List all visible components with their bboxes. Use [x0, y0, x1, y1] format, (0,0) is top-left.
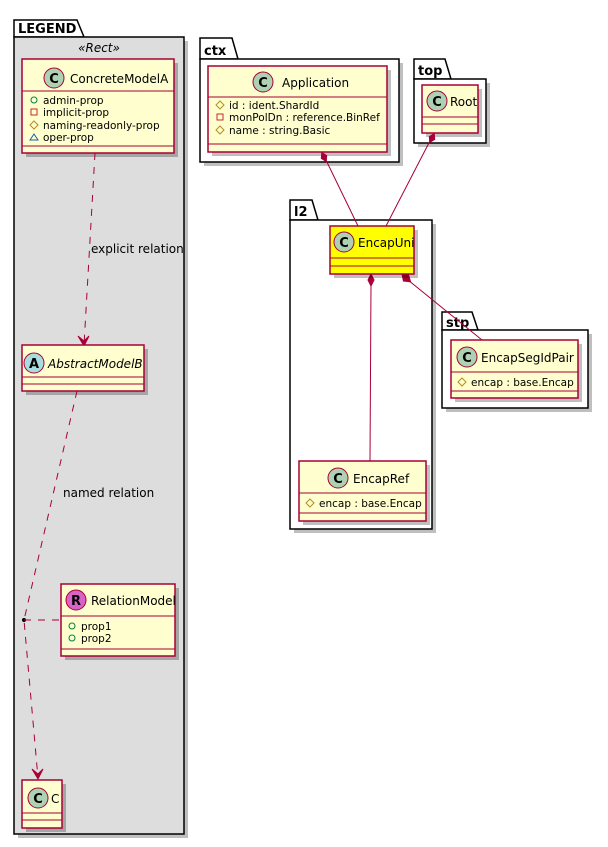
protected-visibility-icon	[457, 377, 467, 387]
protected-visibility-icon	[215, 100, 225, 110]
protected-visibility-icon	[29, 120, 39, 130]
class-circle-icon	[27, 787, 49, 809]
attribute: monPolDn : reference.BinRef	[229, 112, 380, 124]
class-name: Root	[450, 95, 477, 109]
package-ctx-label: ctx	[204, 44, 227, 59]
protected-visibility-icon	[215, 125, 225, 135]
class-type-letter: C	[258, 76, 268, 91]
composition-encapuni-encapref	[367, 272, 375, 462]
relation-explicit: explicit relation	[77, 152, 184, 348]
class-name: EncapSegIdPair	[481, 351, 574, 365]
package-top-label: top	[418, 64, 442, 79]
class-type-letter: C	[462, 351, 472, 366]
arrow-head-icon	[31, 768, 44, 781]
package-l2-label: l2	[294, 205, 308, 220]
class-encap-uni[interactable]: C EncapUni	[329, 225, 418, 278]
class-type-letter: C	[49, 72, 59, 87]
attribute: oper-prop	[43, 132, 94, 144]
class-circle-icon	[333, 231, 355, 253]
class-circle-icon	[327, 467, 349, 489]
class-relation-model[interactable]: R RelationModel prop1 prop2	[60, 583, 179, 660]
class-type-letter: C	[339, 236, 349, 251]
relation-label-named: named relation	[63, 486, 154, 500]
attribute: implicit-prop	[43, 107, 109, 119]
composition-root-encapuni	[385, 132, 436, 227]
composition-diamond-icon	[428, 132, 436, 144]
class-concrete-model-a[interactable]: C ConcreteModelA admin-prop implicit-pro…	[21, 58, 178, 157]
class-name: ConcreteModelA	[70, 72, 169, 86]
class-name: EncapRef	[353, 472, 410, 486]
class-type-letter: A	[29, 357, 39, 372]
attribute: prop1	[81, 621, 112, 633]
attribute: encap : base.Encap	[471, 377, 574, 389]
class-name: C	[51, 792, 59, 806]
class-name: EncapUni	[358, 236, 414, 250]
public-visibility-icon	[68, 634, 76, 642]
class-encap-ref[interactable]: C EncapRef encap : base.Encap	[298, 460, 430, 525]
class-circle-icon	[456, 346, 478, 368]
class-type-letter: C	[333, 472, 343, 487]
class-name: AbstractModelB	[47, 357, 143, 371]
relation-label-explicit: explicit relation	[91, 242, 184, 256]
composition-encapuni-encapsegidpair	[401, 274, 483, 341]
public-visibility-icon	[68, 622, 76, 630]
class-application[interactable]: C Application id : ident.ShardId monPolD…	[207, 65, 391, 156]
composition-application-encapuni	[320, 151, 359, 227]
class-type-letter: C	[33, 792, 43, 807]
attribute: name : string.Basic	[229, 125, 330, 137]
private-visibility-icon	[216, 113, 224, 121]
attribute: naming-readonly-prop	[43, 120, 160, 132]
private-visibility-icon	[30, 108, 38, 116]
class-c[interactable]: C C	[21, 779, 66, 832]
class-circle-icon	[426, 90, 448, 112]
public-visibility-icon	[30, 96, 38, 104]
relation-named: named relation	[22, 390, 154, 781]
attribute: encap : base.Encap	[319, 498, 422, 510]
class-encap-seg-id-pair[interactable]: C EncapSegIdPair encap : base.Encap	[450, 339, 582, 402]
package-legend-stereotype: «Rect»	[78, 41, 120, 55]
attribute: prop2	[81, 633, 112, 645]
protected-visibility-icon	[305, 498, 315, 508]
class-circle-icon	[252, 71, 274, 93]
class-abstract-model-b[interactable]: A AbstractModelB	[21, 344, 148, 395]
class-name: Application	[282, 76, 349, 90]
package-legend-body	[13, 36, 185, 835]
package-legend-label: LEGEND	[18, 22, 77, 37]
attribute: admin-prop	[43, 95, 104, 107]
package-legend: LEGEND «Rect»	[13, 19, 188, 838]
relation-circle-icon	[65, 589, 87, 611]
class-type-letter: C	[432, 95, 442, 110]
composition-diamond-icon	[367, 272, 375, 288]
class-name: RelationModel	[91, 594, 176, 608]
package-stp-label: stp	[446, 316, 469, 331]
abstract-circle-icon	[23, 352, 45, 374]
class-circle-icon	[43, 67, 65, 89]
class-type-letter: R	[71, 594, 81, 609]
package-visibility-icon	[29, 133, 39, 141]
composition-diamond-icon	[320, 151, 328, 163]
class-root[interactable]: C Root	[421, 84, 482, 137]
arrow-head-icon	[77, 335, 90, 348]
composition-diamond-icon	[401, 274, 412, 283]
attribute: id : ident.ShardId	[229, 100, 319, 112]
